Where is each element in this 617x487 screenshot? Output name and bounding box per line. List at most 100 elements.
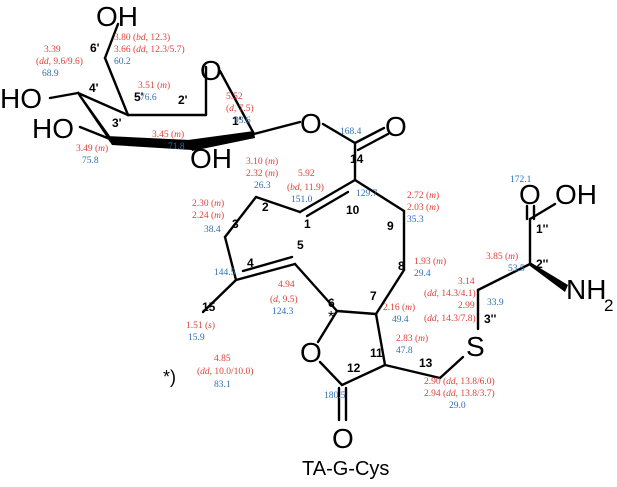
nmr-h13-a: 2.90 (dd, 13.8/6.0) (424, 376, 495, 387)
bond-c3-c4 (223, 235, 238, 282)
nmr-h6p-b: 3.66 (dd, 12.3/5.7) (114, 44, 185, 55)
nmr-h3-b: 2.24 (m) (192, 210, 224, 221)
atom-oh-bottom: OH (190, 143, 232, 174)
num-3: 3 (232, 217, 239, 231)
nmr-h6-mult: (dd, 10.0/10.0) (197, 366, 253, 377)
nmr-c12: 180.5 (324, 391, 346, 401)
nmr-c1pp: 172.1 (510, 175, 532, 185)
nmr-h2p: 3.45 (m) (152, 129, 184, 140)
num-9: 9 (387, 219, 394, 233)
bond-c4-c5-double (241, 255, 294, 273)
nmr-c3pp: 33.9 (487, 298, 504, 308)
nmr-h1p: 5.52 (226, 92, 243, 102)
nmr-h3pp-b: 2.99 (458, 301, 475, 311)
bond-c11-c13 (383, 363, 442, 380)
nmr-h1-mult: (bd, 11.9) (287, 182, 324, 193)
wedge-c2pp-nh2 (530, 262, 568, 292)
nmr-h9-a: 2.72 (m) (407, 190, 439, 201)
num-6: 6 (328, 296, 335, 310)
num-1: 1 (304, 217, 311, 231)
atom-o-lactone: O (300, 337, 322, 368)
nmr-h2-a: 3.10 (m) (246, 156, 278, 167)
wedge-c2p-c1p (188, 131, 255, 151)
num-1pp: 1'' (536, 222, 549, 236)
bond-c2p-oh-stub (188, 143, 196, 150)
nmr-h5-mult: (d, 9.5) (270, 294, 298, 305)
num-4p: 4' (89, 81, 99, 95)
bond-o-c14 (321, 122, 357, 145)
bond-c5-c6 (293, 262, 339, 313)
nmr-c5: 124.3 (272, 307, 294, 317)
num-5p: 5' (134, 90, 144, 104)
bond-c14-o-b (356, 132, 390, 152)
nmr-h4p: 3.39 (44, 45, 61, 55)
nmr-h1: 5.92 (298, 169, 315, 179)
atom-cooh-oh: OH (555, 179, 597, 210)
atom-o-ester-carbonyl: O (385, 111, 407, 142)
nmr-c3: 38.4 (204, 225, 221, 235)
nmr-c1p: 93.6 (234, 116, 251, 126)
num-2pp: 2'' (536, 257, 549, 271)
atom-numbering: 6' 5' 4' 3' 2' 1' 14 1 2 3 4 5 6 7 8 9 1… (89, 41, 549, 375)
wedge-c4p-c3p (78, 91, 110, 142)
nmr-h3pp-a: 3.14 (458, 277, 475, 287)
nmr-c14: 168.4 (340, 127, 362, 137)
num-11: 11 (370, 346, 383, 360)
bond-c3pp-c2pp (476, 262, 532, 292)
nmr-h6p-a: 3.80 (bd, 12.3) (114, 32, 170, 43)
num-2p: 2' (178, 93, 188, 107)
bond-o-c12 (318, 360, 344, 387)
atom-sulfur: S (466, 331, 485, 362)
atom-labels: OH HO HO OH O O O O O OH O S NH 2 * (0, 1, 613, 454)
atom-cooh-o: O (519, 179, 541, 210)
nmr-h3-a: 2.30 (m) (192, 198, 224, 209)
atom-o-ring: O (200, 55, 222, 86)
nmr-c2: 26.3 (254, 181, 271, 191)
bond-c12-c11 (340, 363, 387, 387)
nmr-h3pp-b-mult: (dd, 14.3/7.8) (424, 313, 476, 324)
bond-c4p-oh (48, 91, 80, 100)
num-4: 4 (247, 256, 254, 270)
nmr-annotations: 3.80 (bd, 12.3) 3.66 (dd, 12.3/5.7) 60.2… (36, 32, 532, 411)
nmr-h2-b: 2.32 (m) (246, 168, 278, 179)
bond-c6-c7 (335, 309, 378, 316)
nmr-c2p: 71.8 (168, 142, 185, 152)
compound-title: TA-G-Cys (302, 458, 389, 480)
atom-nh2-subscript: 2 (604, 296, 613, 315)
num-3p: 3' (112, 116, 122, 130)
nmr-c5p: 76.6 (140, 93, 157, 103)
stereo-star: * (328, 309, 334, 326)
atom-nh2: NH (566, 274, 606, 305)
num-14: 14 (350, 152, 364, 166)
nmr-c11: 47.8 (396, 346, 413, 356)
bond-c11-c7 (374, 312, 387, 367)
atom-o-lactone-carbonyl: O (332, 423, 354, 454)
nmr-h11: 2.83 (m) (396, 333, 428, 344)
nmr-c15: 15.9 (188, 333, 205, 343)
num-13: 13 (419, 356, 433, 370)
nmr-h7: 2.16 (m) (383, 302, 415, 313)
nmr-h6: 4.85 (214, 354, 231, 364)
nmr-c1: 151.0 (291, 195, 313, 205)
atom-ho-left: HO (0, 83, 42, 114)
nmr-h3p: 3.49 (m) (76, 143, 108, 154)
nmr-h15: 1.51 (s) (186, 320, 215, 331)
bond-c3p-oh (78, 125, 112, 141)
nmr-c4p: 68.9 (42, 69, 59, 79)
wedge-c3p-c2p (106, 136, 192, 150)
bond-c5p-c6p (103, 56, 130, 117)
bond-o-c1p (218, 69, 256, 136)
footnote-mark: *) (163, 367, 176, 387)
nmr-h2pp: 3.85 (m) (486, 251, 518, 262)
nmr-c8: 29.4 (414, 269, 431, 279)
bond-c14-o-a (353, 126, 386, 145)
num-15: 15 (202, 300, 216, 314)
nmr-c13: 29.0 (449, 401, 466, 411)
nmr-c9: 35.3 (407, 215, 424, 225)
bond-c10-c1 (298, 178, 357, 214)
nmr-h3pp-a-mult: (dd, 14.3/4.1) (424, 288, 476, 299)
bond-c2-c3 (223, 195, 258, 239)
num-2: 2 (262, 200, 269, 214)
